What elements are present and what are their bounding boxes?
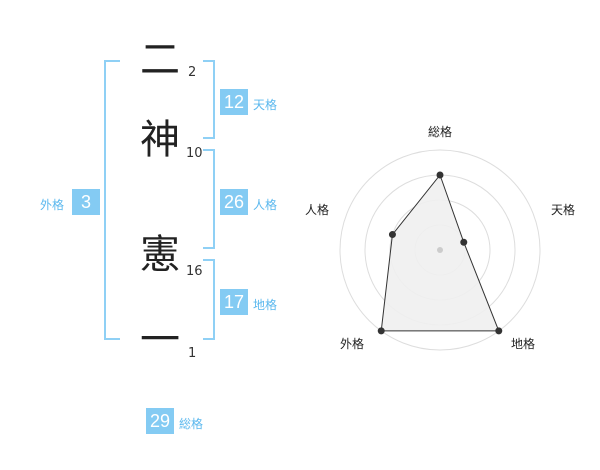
jinkaku-bracket xyxy=(203,149,215,249)
chikaku-value: 17 xyxy=(220,289,248,315)
stroke-count-1: 2 xyxy=(188,65,197,80)
radar-center-dot xyxy=(437,247,443,253)
chikaku-bracket xyxy=(203,259,215,340)
chikaku-label: 地格 xyxy=(253,298,278,312)
jinkaku-label: 人格 xyxy=(253,198,278,212)
radar-point xyxy=(495,327,503,335)
radar-axis-label-gaikaku: 外格 xyxy=(340,337,365,351)
soukaku-value: 29 xyxy=(146,408,174,434)
name-char-2: 神 xyxy=(140,117,180,163)
tenkaku-label: 天格 xyxy=(253,98,278,112)
radar-axis-label-chikaku: 地格 xyxy=(511,337,536,351)
name-char-4: 一 xyxy=(140,317,180,363)
gaikaku-value: 3 xyxy=(72,189,100,215)
gaikaku-label: 外格 xyxy=(40,198,65,212)
radar-point xyxy=(436,171,444,179)
stroke-count-4: 1 xyxy=(188,346,197,361)
radar-point xyxy=(460,238,468,246)
name-char-1: 二 xyxy=(140,37,180,83)
soukaku-label: 総格 xyxy=(179,417,204,431)
radar-ring xyxy=(339,149,541,351)
radar-point xyxy=(377,327,385,335)
radar-axis-label-tenkaku: 天格 xyxy=(551,203,576,217)
radar-point xyxy=(388,231,396,239)
tenkaku-bracket xyxy=(203,60,215,139)
jinkaku-value: 26 xyxy=(220,189,248,215)
radar-axis-label-soukaku: 総格 xyxy=(428,125,453,139)
gaikaku-bracket xyxy=(104,60,120,340)
radar-axis-label-jinkaku: 人格 xyxy=(305,203,330,217)
tenkaku-value: 12 xyxy=(220,89,248,115)
stroke-count-2: 10 xyxy=(186,146,203,161)
name-char-3: 憲 xyxy=(140,232,180,278)
stroke-count-3: 16 xyxy=(186,264,203,279)
